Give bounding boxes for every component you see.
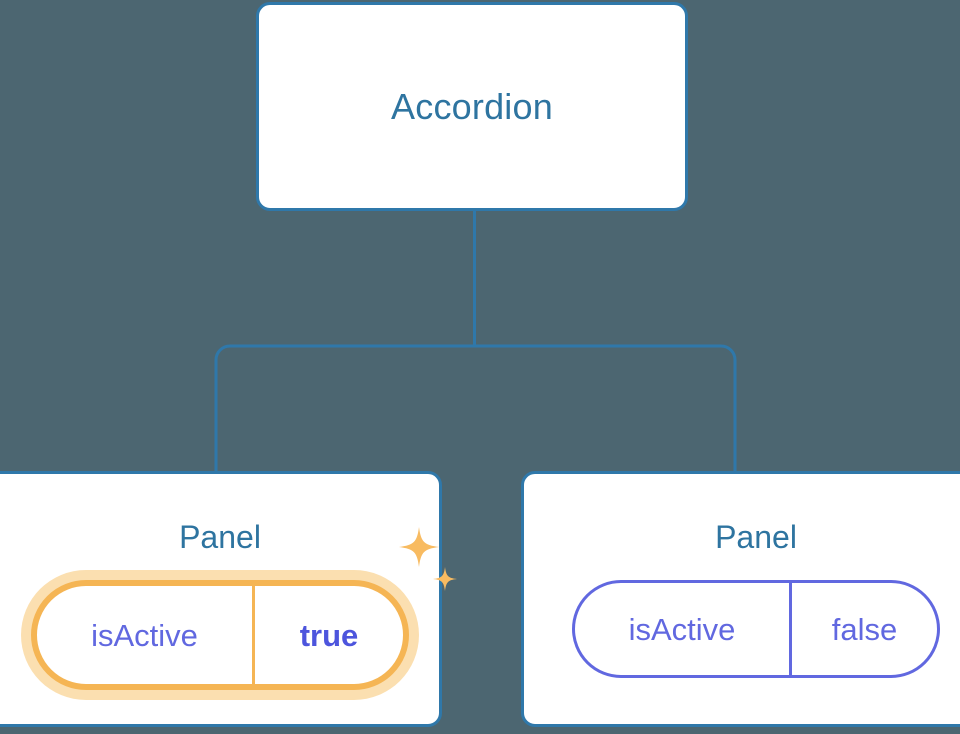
node-panel-active-body: Panel isActive true <box>0 474 457 724</box>
prop-pill-inactive-wrapper: isActive false <box>572 580 940 678</box>
prop-pill-active[interactable]: isActive true <box>31 580 409 690</box>
node-panel-active-title: Panel <box>179 519 261 555</box>
sparkle-small-icon <box>433 567 457 591</box>
branch-to-right-panel <box>474 344 737 473</box>
node-panel-inactive-title: Panel <box>715 519 797 555</box>
node-panel-active[interactable]: Panel isActive true <box>0 471 457 727</box>
prop-key-inactive: isActive <box>575 583 792 675</box>
node-panel-inactive-body: Panel isActive false <box>524 474 960 724</box>
prop-value-inactive: false <box>831 611 898 647</box>
sparkle-group <box>397 525 461 601</box>
prop-pill-inactive[interactable]: isActive false <box>572 580 940 678</box>
node-accordion[interactable]: Accordion <box>256 2 688 211</box>
node-accordion-title: Accordion <box>391 85 553 127</box>
prop-pill-active-wrapper: isActive true <box>31 527 457 690</box>
prop-value-active: true <box>299 617 359 653</box>
sparkle-large-icon <box>399 527 439 567</box>
branch-to-left-panel <box>214 344 475 473</box>
prop-key-active: isActive <box>37 586 255 684</box>
node-panel-inactive[interactable]: Panel isActive false <box>521 471 960 727</box>
